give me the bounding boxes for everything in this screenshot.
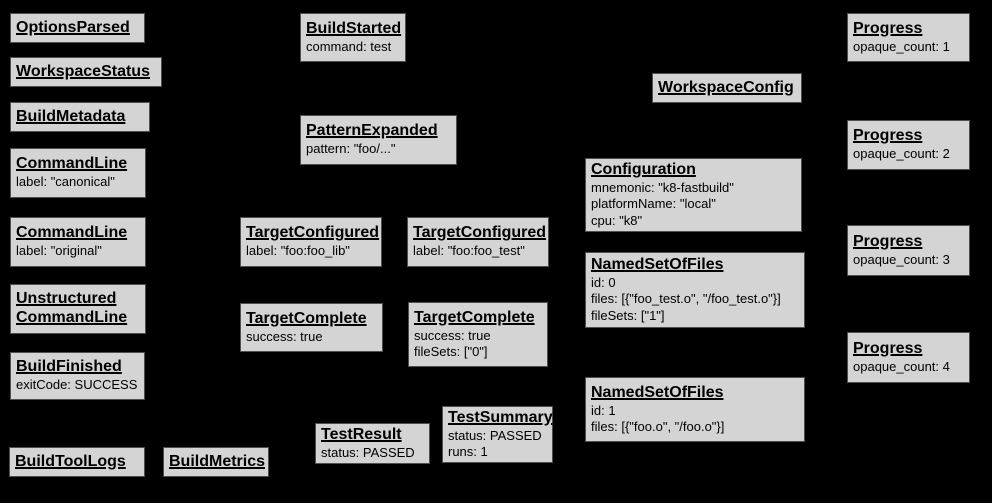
- node-field: fileSets: ["0"]: [414, 343, 488, 359]
- node-field: files: [{"foo_test.o", "/foo_test.o"}]: [591, 291, 781, 307]
- node-title: Configuration: [591, 161, 696, 179]
- node-title: TargetConfigured: [413, 224, 547, 242]
- node-title: Progress: [853, 339, 923, 357]
- node-title: BuildMetrics: [169, 452, 266, 470]
- node-field: opaque_count: 3: [853, 251, 950, 267]
- node-title: Progress: [853, 19, 923, 37]
- node-field: exitCode: SUCCESS: [16, 377, 138, 393]
- node-title: TargetComplete: [246, 309, 367, 327]
- node-field: opaque_count: 2: [853, 146, 950, 162]
- node-field: files: [{"foo.o", "/foo.o"}]: [591, 418, 725, 434]
- node-title: Unstructured: [16, 290, 117, 308]
- node-title: OptionsParsed: [16, 18, 130, 36]
- node-field: id: 1: [591, 402, 616, 418]
- node-field: label: "foo:foo_lib": [246, 243, 350, 259]
- node-field: fileSets: ["1"]: [591, 307, 665, 323]
- node-field: id: 0: [591, 275, 616, 291]
- node-title: BuildFinished: [16, 358, 122, 376]
- node-title: WorkspaceConfig: [658, 78, 794, 96]
- node-title: BuildStarted: [306, 19, 402, 37]
- node-build-metrics: BuildMetrics: [163, 447, 269, 477]
- node-title: TargetComplete: [414, 308, 535, 326]
- node-field: runs: 1: [448, 443, 488, 459]
- node-build-tool-logs: BuildToolLogs: [9, 447, 145, 477]
- node-title: TargetConfigured: [246, 224, 380, 242]
- node-field: label: "canonical": [16, 174, 115, 190]
- node-field: mnemonic: "k8-fastbuild": [591, 180, 734, 196]
- node-title: BuildToolLogs: [15, 452, 126, 470]
- node-field: label: "original": [16, 243, 102, 259]
- node-field: success: true: [246, 328, 323, 344]
- node-workspace-status: WorkspaceStatus: [10, 57, 162, 87]
- node-title: CommandLine: [16, 309, 128, 326]
- node-workspace-config: WorkspaceConfig: [652, 73, 802, 103]
- node-title: TestSummary: [448, 408, 553, 426]
- node-title: PatternExpanded: [306, 122, 438, 140]
- node-build-metadata: BuildMetadata: [10, 102, 150, 132]
- node-field: command: test: [306, 38, 392, 54]
- node-title: TestResult: [321, 425, 402, 443]
- node-field: pattern: "foo/...": [306, 141, 396, 157]
- node-title: WorkspaceStatus: [16, 62, 150, 80]
- node-title: NamedSetOfFiles: [591, 256, 724, 274]
- node-title: CommandLine: [16, 224, 128, 242]
- node-field: status: PASSED: [321, 444, 415, 460]
- node-field: platformName: "local": [591, 196, 716, 212]
- node-field: label: "foo:foo_test": [413, 243, 525, 259]
- node-field: status: PASSED: [448, 427, 542, 443]
- node-field: opaque_count: 4: [853, 358, 950, 374]
- node-title: CommandLine: [16, 155, 128, 173]
- node-options-parsed: OptionsParsed: [10, 13, 145, 43]
- node-field: success: true: [414, 327, 491, 343]
- node-title: BuildMetadata: [16, 107, 126, 125]
- node-field: opaque_count: 1: [853, 38, 950, 54]
- node-title: Progress: [853, 127, 923, 145]
- node-title: NamedSetOfFiles: [591, 383, 724, 401]
- node-field: cpu: "k8": [591, 212, 643, 228]
- node-title: Progress: [853, 232, 923, 250]
